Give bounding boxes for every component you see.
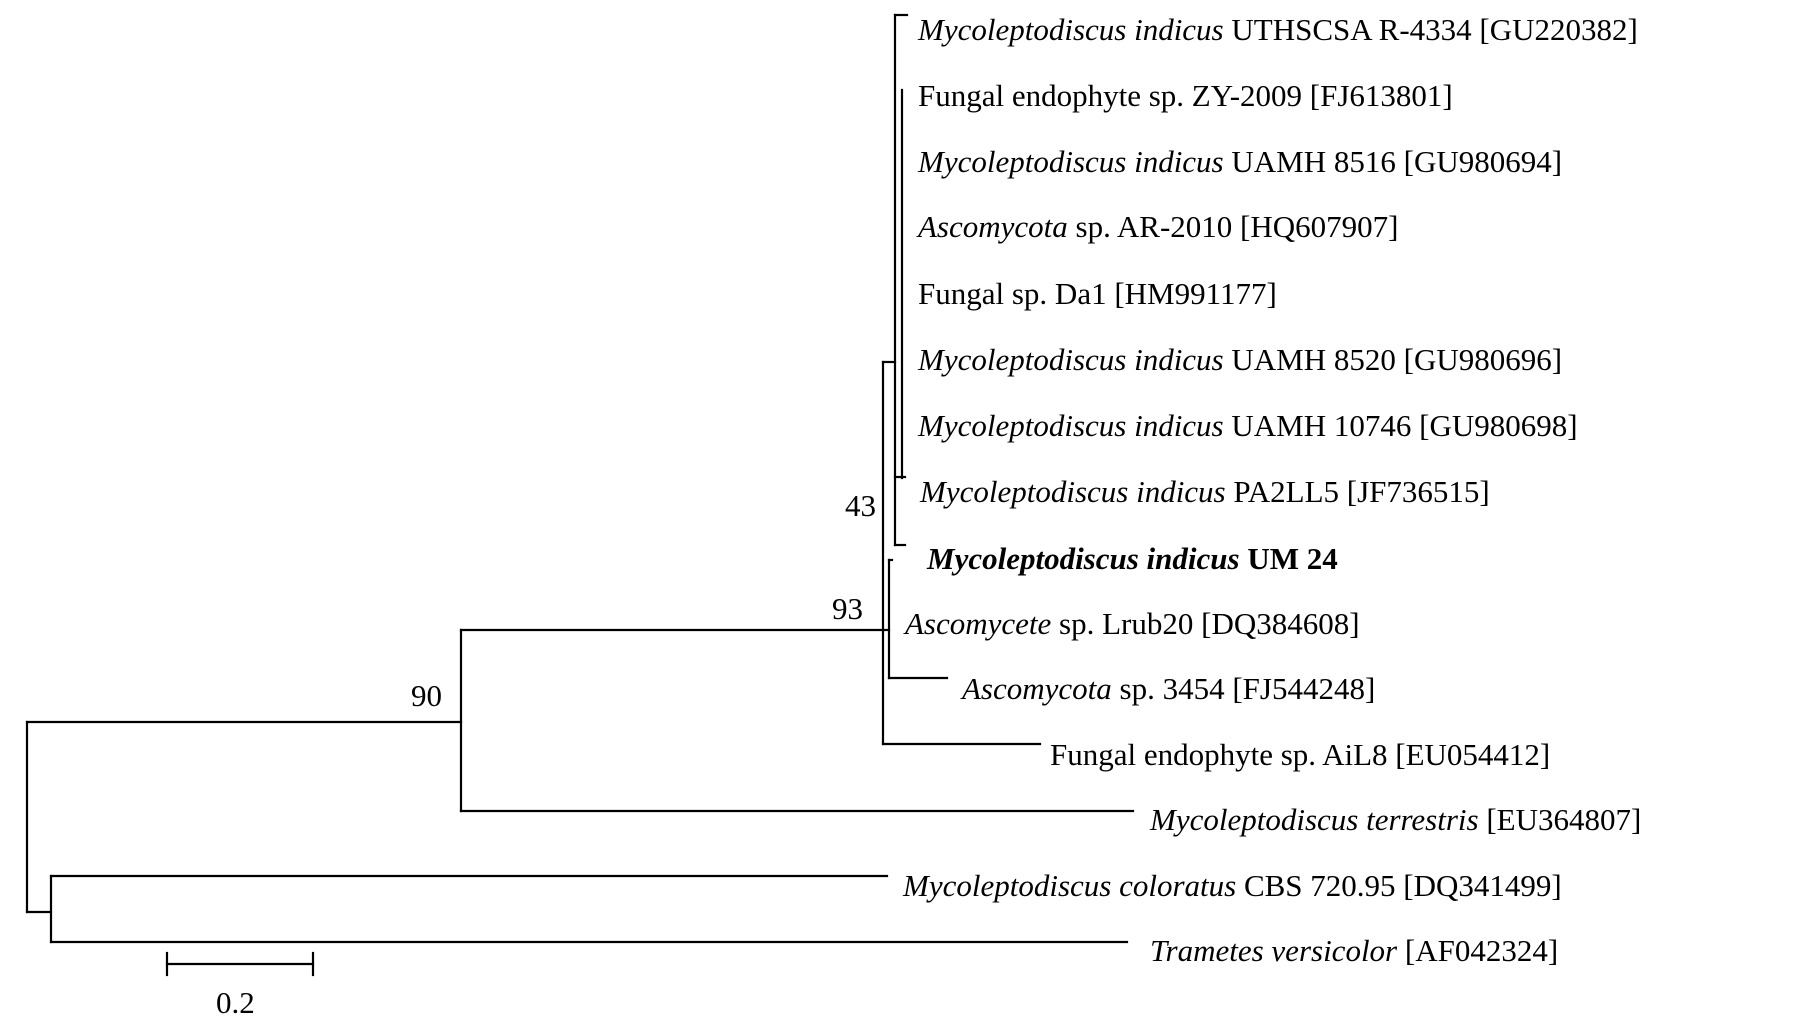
taxon-label-15: Trametes versicolor [AF042324]	[1150, 933, 1558, 968]
support-values: 43 93 90	[411, 488, 876, 713]
taxon-label-11: Ascomycota sp. 3454 [FJ544248]	[960, 671, 1375, 706]
taxon-label-2: Fungal endophyte sp. ZY-2009 [FJ613801]	[918, 78, 1453, 113]
taxon-label-1: Mycoleptodiscus indicus UTHSCSA R-4334 […	[917, 12, 1638, 47]
support-value-90: 90	[411, 678, 442, 713]
taxon-label-7: Mycoleptodiscus indicus UAMH 10746 [GU98…	[917, 408, 1578, 443]
taxon-label-8: Mycoleptodiscus indicus PA2LL5 [JF736515…	[919, 474, 1490, 509]
tree-branches	[25, 13, 1135, 944]
taxon-label-6: Mycoleptodiscus indicus UAMH 8520 [GU980…	[917, 342, 1562, 377]
taxon-label-3: Mycoleptodiscus indicus UAMH 8516 [GU980…	[917, 144, 1562, 179]
taxon-label-4: Ascomycota sp. AR-2010 [HQ607907]	[916, 209, 1398, 244]
taxon-label-14: Mycoleptodiscus coloratus CBS 720.95 [DQ…	[902, 868, 1562, 903]
taxon-label-9-highlight: Mycoleptodiscus indicus UM 24	[926, 541, 1338, 576]
taxon-label-13: Mycoleptodiscus terrestris [EU364807]	[1149, 802, 1641, 837]
support-value-93: 93	[832, 591, 863, 626]
taxon-label-10: Ascomycete sp. Lrub20 [DQ384608]	[903, 606, 1360, 641]
taxon-label-5: Fungal sp. Da1 [HM991177]	[918, 276, 1277, 311]
taxon-label-12: Fungal endophyte sp. AiL8 [EU054412]	[1050, 737, 1550, 772]
support-value-43: 43	[845, 488, 876, 523]
taxon-labels: Mycoleptodiscus indicus UTHSCSA R-4334 […	[902, 12, 1641, 968]
scale-bar: 0.2	[165, 951, 315, 1020]
scale-bar-label: 0.2	[216, 985, 255, 1020]
